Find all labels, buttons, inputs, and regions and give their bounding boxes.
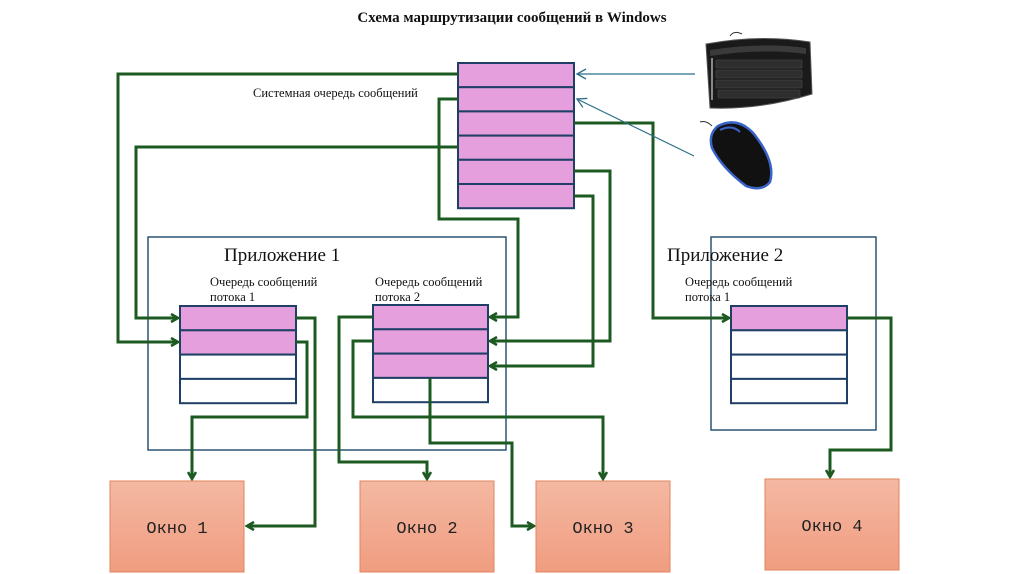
app2-thread-1-queue-cell-3	[730, 353, 848, 380]
thread-2-queue-cell-2	[372, 328, 489, 355]
app2-thread-1-queue-cell-2	[730, 329, 848, 356]
application-1-label: Приложение 1	[224, 245, 340, 266]
connector-sys-row2-to-t2-row1	[437, 97, 520, 317]
thread-1-queue-label-line2: потока 1	[210, 290, 255, 304]
thread-2-queue-label-line1: Очередь сообщений	[375, 275, 483, 289]
connector-app2-row1-to-window-4	[830, 316, 893, 477]
connector-t2-row2-to-window-3	[351, 339, 603, 479]
thread-1-queue-cell-1	[179, 305, 297, 332]
system-queue-label: Системная очередь сообщений	[253, 86, 418, 100]
window-2: Окно 2	[359, 480, 495, 573]
thread-1-queue-cell-3	[179, 353, 297, 380]
connector-sys-row4-to-t1-row1	[134, 145, 458, 318]
thread-2-queue-cell-1	[372, 304, 489, 331]
connector-t1-row1-to-window-1	[247, 316, 317, 526]
app2-thread-1-queue-cell-4	[730, 377, 848, 405]
application-2-box	[710, 236, 877, 431]
window-4: Окно 4	[764, 478, 900, 571]
connector-sys-row6-to-t2-row3	[490, 194, 595, 366]
app2-thread-1-queue-label-line2: потока 1	[685, 290, 730, 304]
window-2-label: Окно 2	[396, 520, 457, 539]
app2-thread-1-queue-label-line1: Очередь сообщений	[685, 275, 793, 289]
app2-thread-1-queue-cell-1	[730, 305, 848, 332]
window-3: Окно 3	[535, 480, 671, 573]
system-queue	[457, 62, 575, 210]
window-3-label: Окно 3	[572, 520, 633, 539]
mouse-input-arrow	[575, 97, 695, 157]
connectors	[116, 72, 893, 526]
system-queue-cell-5	[457, 158, 575, 186]
keyboard-icon	[705, 31, 813, 109]
system-queue-cell-1	[457, 62, 575, 89]
system-queue-cell-6	[457, 183, 575, 210]
diagram-title: Схема маршрутизации сообщений в Windows	[357, 10, 666, 26]
window-1: Окно 1	[109, 480, 245, 573]
connector-sys-row5-to-t2-row2	[490, 169, 612, 341]
mouse-icon	[699, 121, 773, 190]
system-queue-cell-3	[457, 110, 575, 137]
thread-1-queue-label-line1: Очередь сообщений	[210, 275, 318, 289]
connector-sys-row1-to-t1-row2	[116, 72, 458, 342]
thread-2-queue-label-line2: потока 2	[375, 290, 420, 304]
thread-1-queue-cell-2	[179, 329, 297, 356]
connector-t1-row2-to-window-1	[192, 340, 309, 479]
window-4-label: Окно 4	[801, 518, 862, 537]
connector-sys-row3-to-app2-row1	[574, 121, 729, 318]
app2-thread-1-queue	[730, 305, 848, 405]
connector-t2-row3-to-window-3	[428, 378, 534, 526]
thread-2-queue-cell-3	[372, 352, 489, 379]
thread-1-queue	[179, 305, 297, 405]
thread-1-queue-cell-4	[179, 377, 297, 405]
connector-t2-row1-to-window-2	[337, 315, 427, 479]
system-queue-cell-4	[457, 134, 575, 161]
window-1-label: Окно 1	[146, 520, 207, 539]
application-2-label: Приложение 2	[667, 245, 783, 266]
system-queue-cell-2	[457, 86, 575, 113]
